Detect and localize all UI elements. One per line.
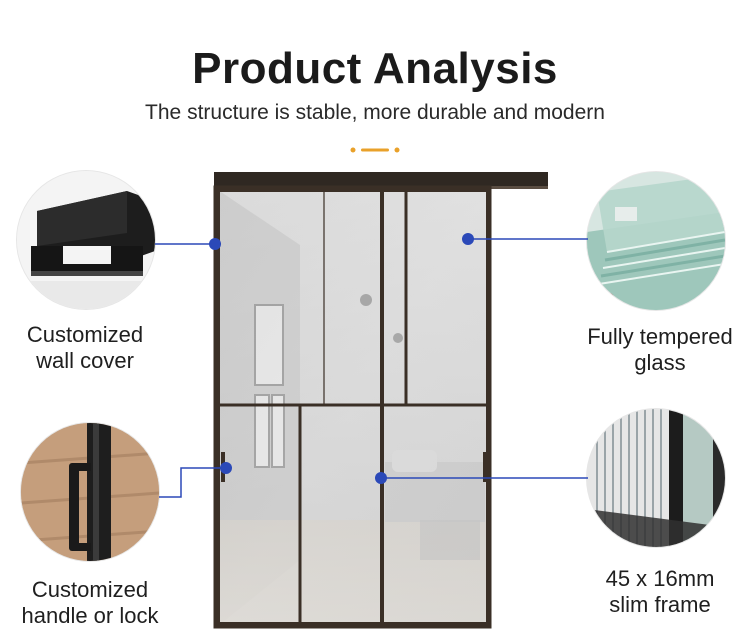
door-handle-icon [21, 423, 159, 561]
frame-photo [587, 409, 725, 547]
wall-cover-pointer-dot [209, 238, 221, 250]
handle-pointer-line [159, 467, 226, 498]
handle-photo [21, 423, 159, 561]
glass-photo [587, 172, 725, 310]
handle-label: Customized handle or lock [21, 577, 159, 628]
glass-stack-icon [587, 172, 725, 310]
glass-label: Fully tempered glass [587, 324, 733, 375]
top-track [214, 172, 548, 188]
handle-pointer-dot [220, 462, 232, 474]
slim-frame-icon [587, 409, 725, 547]
accent-dashes [350, 147, 400, 153]
glass-pointer-dot [462, 233, 474, 245]
page-title: Product Analysis [192, 44, 558, 93]
frame-label: 45 x 16mm slim frame [605, 566, 715, 617]
page-subtitle: The structure is stable, more durable an… [145, 101, 605, 124]
aluminum-profile-icon [17, 171, 155, 309]
wall-cover-label: Customized wall cover [26, 322, 144, 373]
frame-pointer-dot [375, 472, 387, 484]
wall-cover-photo [17, 171, 155, 309]
